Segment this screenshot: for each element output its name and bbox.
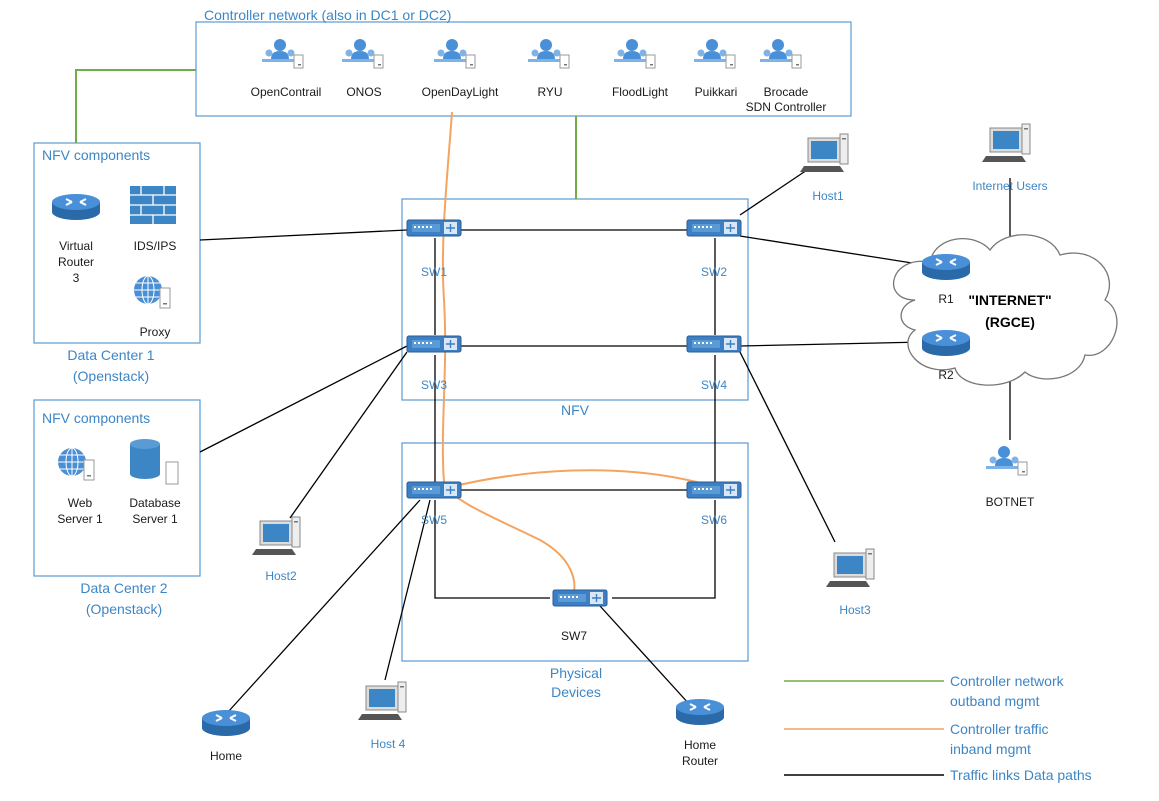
sw2-label: SW2 — [701, 265, 727, 279]
dc1-box — [33, 142, 201, 344]
internet-users-label: Internet Users — [972, 179, 1047, 193]
controller-label-opendaylight: OpenDayLight — [422, 85, 499, 99]
virtual-router-label-3: 3 — [73, 271, 80, 285]
internet-users-computer-icon — [981, 123, 1031, 163]
botnet-icon — [985, 445, 1028, 476]
internet-cloud-title: "INTERNET" — [968, 292, 1051, 308]
sw5-label: SW5 — [421, 513, 447, 527]
switch-icon-sw2 — [686, 219, 742, 237]
home-label-2b: Router — [682, 754, 718, 768]
dc2-box — [33, 399, 201, 577]
switch-icon-sw1 — [406, 219, 462, 237]
controller-label-ryu: RYU — [537, 85, 562, 99]
web-server-icon — [57, 447, 95, 481]
dc2-title: NFV components — [42, 410, 150, 426]
sw3-label: SW3 — [421, 378, 447, 392]
dc2-caption-2: (Openstack) — [86, 601, 162, 617]
legend-orange-label-1: Controller traffic — [950, 721, 1049, 737]
legend-orange-label-2: inband mgmt — [950, 741, 1031, 757]
host3-label: Host3 — [839, 603, 871, 617]
data-paths — [199, 167, 1011, 713]
switch-icon-sw7 — [552, 589, 608, 607]
dc1-caption-1: Data Center 1 — [67, 347, 154, 363]
sw7-label: SW7 — [561, 629, 587, 643]
legend-green-label-2: outband mgmt — [950, 693, 1040, 709]
controller-label-onos: ONOS — [346, 85, 381, 99]
router-icon-r2 — [921, 329, 971, 357]
controller-icons — [261, 38, 802, 69]
host2-computer-icon — [251, 516, 301, 556]
host1-label: Host1 — [812, 189, 844, 203]
firewall-icon — [130, 186, 176, 224]
web-server-label-1: Web — [68, 496, 93, 510]
db-server-label-1: Database — [129, 496, 181, 510]
home-label-2a: Home — [684, 738, 716, 752]
controller-label-brocade: Brocade — [764, 85, 809, 99]
controller-label-sdn: SDN Controller — [746, 100, 827, 114]
virtual-router-label-2: Router — [58, 255, 94, 269]
proxy-icon — [133, 275, 171, 309]
switch-icon-sw4 — [686, 335, 742, 353]
proxy-label: Proxy — [140, 325, 171, 339]
r1-label: R1 — [938, 292, 954, 306]
host4-computer-icon — [357, 681, 407, 721]
switch-icon-sw6 — [686, 481, 742, 499]
host1-computer-icon — [799, 133, 849, 173]
switch-icon-sw3 — [406, 335, 462, 353]
botnet-label: BOTNET — [986, 495, 1035, 509]
home-label-1: Home — [210, 749, 242, 763]
db-server-label-2: Server 1 — [132, 512, 178, 526]
physical-label-1: Physical — [550, 665, 602, 681]
dc1-caption-2: (Openstack) — [73, 368, 149, 384]
controller-label-floodlight: FloodLight — [612, 85, 669, 99]
physical-label-2: Devices — [551, 684, 601, 700]
web-server-label-2: Server 1 — [57, 512, 103, 526]
controller-label-opencontrail: OpenContrail — [251, 85, 322, 99]
legend-green-label-1: Controller network — [950, 673, 1065, 689]
nfv-label: NFV — [561, 402, 590, 418]
legend: Controller network outband mgmt Controll… — [784, 673, 1092, 783]
home-router-icon-2 — [675, 698, 725, 726]
host3-computer-icon — [825, 548, 875, 588]
sw1-label: SW1 — [421, 265, 447, 279]
ids-label: IDS/IPS — [134, 239, 177, 253]
virtual-router-label-1: Virtual — [59, 239, 93, 253]
router-icon-r1 — [921, 253, 971, 281]
physical-box — [401, 442, 749, 662]
legend-black-label: Traffic links Data paths — [950, 767, 1092, 783]
r2-label: R2 — [938, 368, 954, 382]
sw4-label: SW4 — [701, 378, 727, 392]
internet-cloud-subtitle: (RGCE) — [985, 314, 1035, 330]
controller-label-puikkari: Puikkari — [695, 85, 738, 99]
sw6-label: SW6 — [701, 513, 727, 527]
dc2-caption-1: Data Center 2 — [80, 580, 167, 596]
host2-label: Host2 — [265, 569, 297, 583]
inband-traffic-path — [441, 111, 713, 593]
controller-network-title: Controller network (also in DC1 or DC2) — [204, 7, 451, 23]
host4-label: Host 4 — [371, 737, 406, 751]
switch-icon-sw5 — [406, 481, 462, 499]
home-router-icon-1 — [201, 709, 251, 737]
database-icon — [130, 439, 179, 485]
virtual-router-icon — [51, 193, 101, 221]
outband-link-dc1 — [75, 69, 196, 143]
dc1-title: NFV components — [42, 147, 150, 163]
